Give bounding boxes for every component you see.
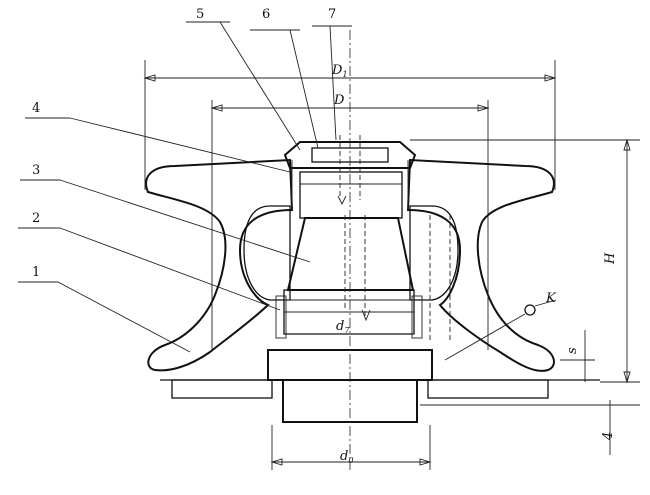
callout-4: 4	[32, 101, 40, 116]
weld-symbol-circle	[524, 304, 536, 316]
deck-right	[427, 379, 549, 399]
callout-3: 3	[32, 163, 40, 178]
dim-H-label: H	[603, 252, 618, 265]
dim-D-label: D	[333, 93, 345, 108]
body-left-section	[145, 158, 294, 372]
callout-6: 6	[262, 7, 270, 22]
callout-1: 1	[32, 265, 40, 280]
spindle	[286, 217, 415, 291]
callout-2: 2	[32, 211, 40, 226]
dim-K-label: K	[545, 291, 557, 306]
dim-s-label: s	[565, 347, 580, 354]
spindle-top-ring	[299, 171, 403, 219]
top-cap	[283, 141, 417, 169]
dim-d7-label: d7	[336, 319, 350, 335]
dim-bottom-label: 4	[601, 432, 616, 441]
left-cavity	[243, 205, 291, 301]
right-cavity	[409, 205, 459, 301]
callout-5: 5	[196, 7, 204, 22]
bush-hatch-right	[411, 295, 423, 339]
bush-hatch-left	[275, 295, 287, 339]
dim-D1-label: D1	[331, 63, 348, 79]
deck-left	[171, 379, 273, 399]
dim-d0-label: d0	[340, 449, 353, 465]
callout-7: 7	[328, 7, 336, 22]
body-right-section	[406, 158, 555, 372]
